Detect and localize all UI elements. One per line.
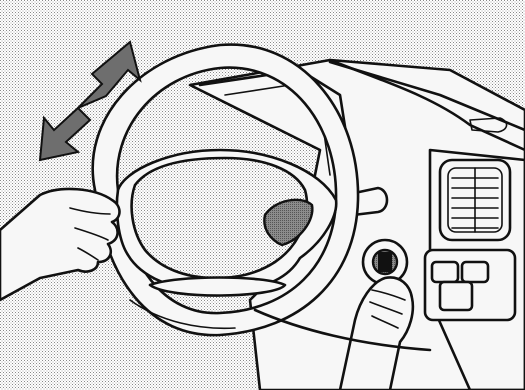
- air-vent: [440, 160, 510, 240]
- switch-panel: [425, 250, 515, 320]
